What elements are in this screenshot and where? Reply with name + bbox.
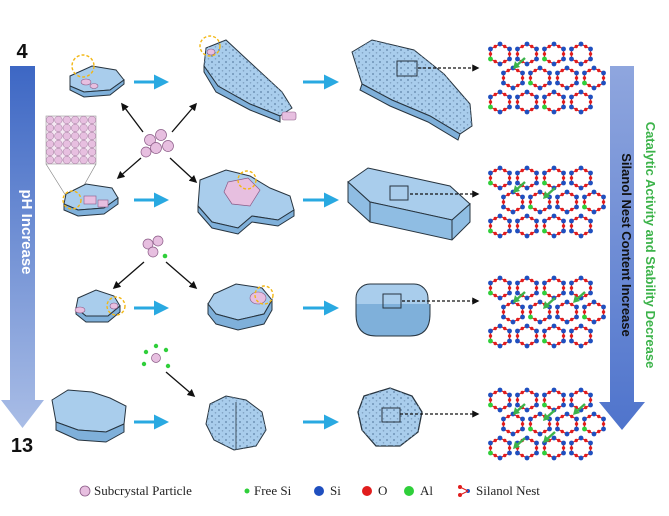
row3-rounded-prism <box>355 283 431 337</box>
row-1 <box>69 35 606 141</box>
row1-large-crystal <box>351 39 473 141</box>
particle-grid-inset <box>45 115 97 197</box>
legend-label-free-si: Free Si <box>254 483 292 498</box>
legend-item-o: O <box>362 483 387 498</box>
subcrystal-cluster-center <box>140 129 174 158</box>
free-si-icon <box>244 488 250 494</box>
ph-end-label: 13 <box>11 435 33 457</box>
row1-elongated-crystal <box>199 35 297 123</box>
row4-framework-lattice <box>488 387 606 461</box>
row1-framework-lattice <box>488 41 606 115</box>
cluster-arrow-down-right <box>169 157 198 184</box>
legend-label-al: Al <box>420 483 433 498</box>
ph-axis-arrow <box>1 66 44 428</box>
cluster-arrow-up-left <box>121 102 144 133</box>
legend-label-si: Si <box>330 483 341 498</box>
row3-rounded-crystal <box>207 283 274 331</box>
row-4 <box>51 387 606 461</box>
row1-highlight-circle <box>71 54 95 78</box>
legend-label-silanol-nest: Silanol Nest <box>476 483 540 498</box>
row4-defective-crystal <box>357 387 423 447</box>
row4-rough-crystal <box>205 395 267 451</box>
legend-item-al: Al <box>404 483 433 498</box>
row2-seed-crystal <box>62 183 119 217</box>
cluster2-arrow-left <box>112 261 145 290</box>
cluster3-arrow <box>165 371 196 398</box>
row1-seed-crystal <box>69 54 125 98</box>
ph-axis-label: pH Increase <box>18 189 35 274</box>
silanol-content-label: Silanol Nest Content Increase <box>619 153 634 337</box>
row2-prism-crystal <box>347 167 471 241</box>
legend-label-subcrystal: Subcrystal Particle <box>94 483 192 498</box>
particle-si-cluster <box>142 235 168 259</box>
ph-axis: 4 pH Increase 13 <box>1 41 44 457</box>
si-atom-icon <box>314 486 324 496</box>
row-2 <box>62 165 606 241</box>
row4-seed-crystal <box>51 389 127 443</box>
subcrystal-particle-icon <box>79 485 91 497</box>
legend-item-silanol-nest: Silanol Nest <box>458 483 540 498</box>
activity-stability-label: Catalytic Activity and Stability Decreas… <box>643 122 658 369</box>
trend-axis-arrow <box>599 66 645 430</box>
silanol-nest-icon <box>458 485 470 497</box>
cluster2-arrow-right <box>165 261 198 290</box>
legend-item-si: Si <box>314 483 341 498</box>
cluster-arrow-down-left <box>116 157 142 180</box>
row-3 <box>74 275 606 349</box>
al-atom-icon <box>404 486 414 496</box>
legend-label-o: O <box>378 483 387 498</box>
row2-merged-crystal <box>197 169 295 235</box>
free-si-cluster <box>141 343 171 369</box>
legend-item-free-si: Free Si <box>244 483 292 498</box>
o-atom-icon <box>362 486 372 496</box>
trend-axis: Catalytic Activity and Stability Decreas… <box>599 66 658 430</box>
row2-framework-lattice <box>488 165 606 239</box>
legend-item-subcrystal: Subcrystal Particle <box>79 483 192 498</box>
row1-highlight-circle-2 <box>199 35 221 57</box>
row3-seed-crystal <box>74 289 126 323</box>
ph-start-label: 4 <box>16 41 28 63</box>
row3-framework-lattice <box>488 275 606 349</box>
legend: Subcrystal Particle Free Si Si O Al <box>79 483 540 498</box>
cluster-arrow-up-right <box>171 102 198 133</box>
